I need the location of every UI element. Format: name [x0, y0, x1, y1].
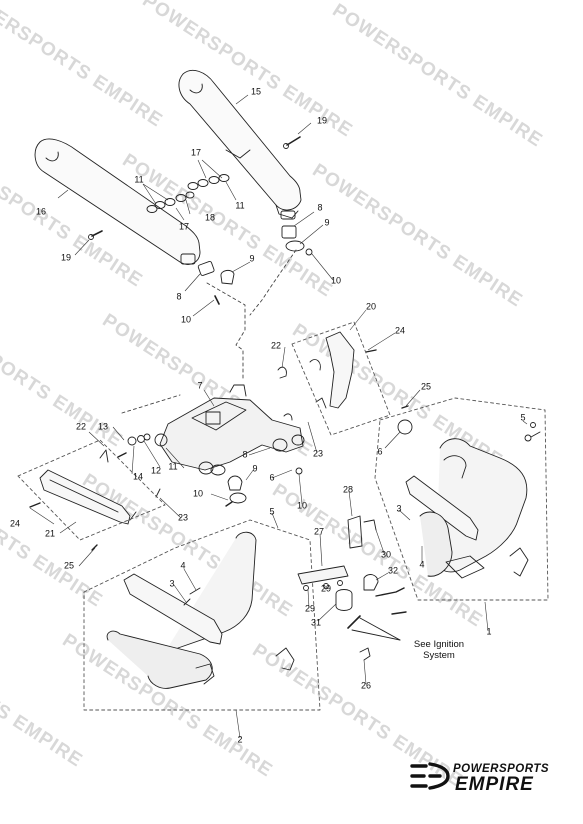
callout-25: 25: [420, 381, 432, 392]
callout-8: 8: [242, 449, 248, 460]
callout-24: 24: [394, 325, 406, 336]
callout-7: 7: [197, 380, 203, 391]
callout-19: 19: [60, 252, 72, 263]
callout-10: 10: [296, 500, 308, 511]
callout-10: 10: [192, 488, 204, 499]
callout-11: 11: [134, 174, 144, 185]
callout-30: 30: [380, 549, 392, 560]
callout-4: 4: [180, 560, 186, 571]
heat-shield-right-part: [309, 331, 355, 409]
callout-23: 23: [312, 448, 324, 459]
callout-1: 1: [486, 626, 492, 637]
callout-29: 29: [304, 603, 316, 614]
callout-11: 11: [235, 200, 245, 211]
collector-box-part: [154, 384, 305, 475]
callout-8: 8: [317, 202, 323, 213]
washer-set-left: [146, 191, 195, 213]
heat-shield-left-part: [39, 469, 137, 525]
callout-13: 13: [97, 421, 109, 432]
callout-14: 14: [132, 471, 144, 482]
callout-9: 9: [324, 217, 330, 228]
ignition-system-note: See Ignition System: [404, 639, 474, 662]
header-pipe-left-part: [106, 531, 295, 689]
note-text: See Ignition System: [413, 639, 465, 661]
callout-29: 29: [320, 583, 332, 594]
callout-28: 28: [342, 484, 354, 495]
callout-3: 3: [169, 578, 175, 589]
header-pipe-right-part: [405, 422, 541, 579]
callout-12: 12: [150, 465, 162, 476]
callout-9: 9: [252, 463, 258, 474]
callout-22: 22: [270, 340, 282, 351]
callout-6: 6: [269, 472, 275, 483]
callout-25: 25: [63, 560, 75, 571]
callout-32: 32: [387, 565, 399, 576]
callout-20: 20: [365, 301, 377, 312]
callout-5: 5: [520, 412, 526, 423]
callout-27: 27: [313, 526, 325, 537]
callout-23: 23: [177, 512, 189, 523]
silencer-right-part: [178, 69, 302, 220]
powersports-empire-logo-icon: [410, 762, 450, 790]
callout-22: 22: [75, 421, 87, 432]
callout-4: 4: [419, 559, 425, 570]
callout-17: 17: [178, 221, 190, 232]
callout-10: 10: [330, 275, 342, 286]
callout-9: 9: [249, 253, 255, 264]
brand-line-2: EMPIRE: [455, 774, 534, 795]
callout-31: 31: [310, 617, 322, 628]
callout-6: 6: [377, 446, 383, 457]
washer-set-right: [187, 174, 230, 190]
callout-19: 19: [316, 115, 328, 126]
callout-5: 5: [269, 506, 275, 517]
callout-21: 21: [44, 528, 56, 539]
brand-line-1: POWERSPORTS: [453, 763, 550, 775]
callout-24: 24: [9, 518, 21, 529]
callout-18: 18: [204, 212, 216, 223]
callout-16: 16: [35, 206, 47, 217]
callout-11: 11: [168, 461, 178, 472]
callout-2: 2: [237, 734, 243, 745]
callout-15: 15: [250, 86, 262, 97]
callout-8: 8: [176, 291, 182, 302]
callout-26: 26: [360, 680, 372, 691]
silencer-left-part: [34, 138, 201, 265]
callout-17: 17: [190, 147, 202, 158]
callout-10: 10: [180, 314, 192, 325]
callout-3: 3: [396, 503, 402, 514]
